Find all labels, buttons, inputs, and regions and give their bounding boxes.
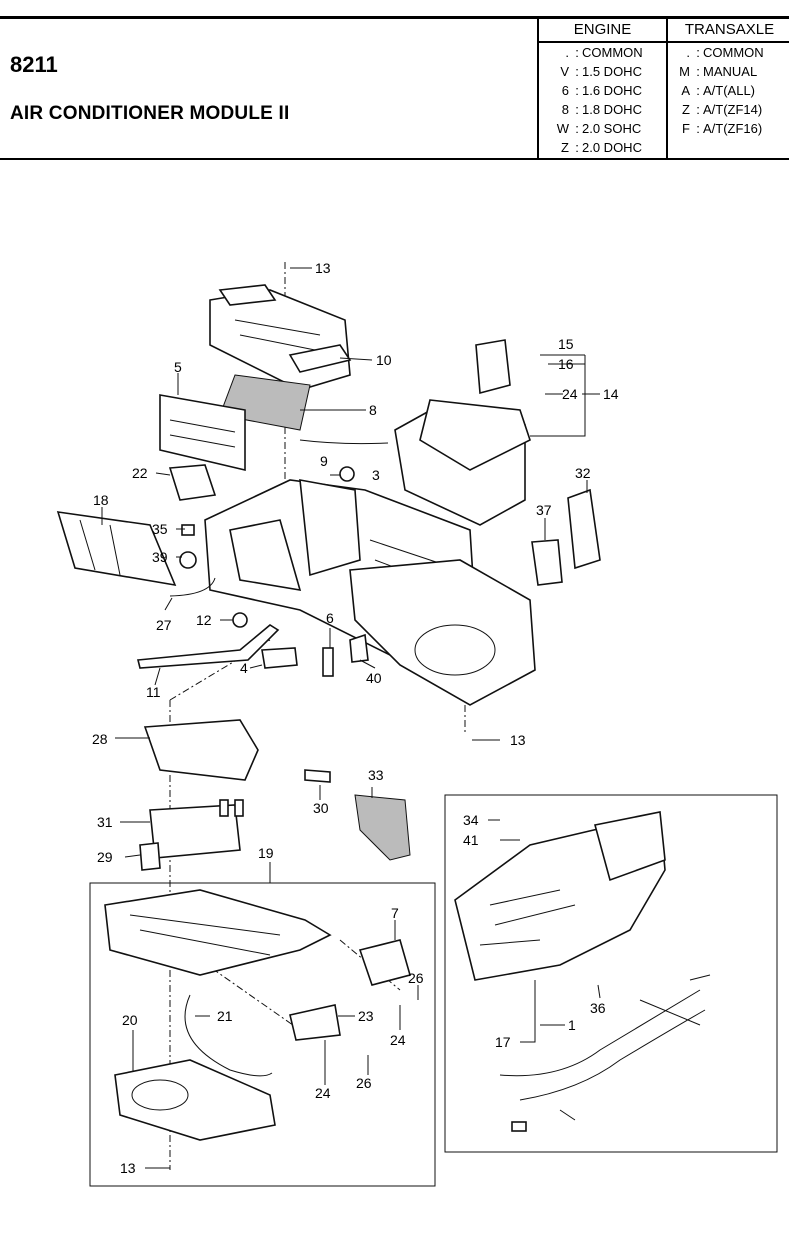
header-bottom-rule (0, 158, 789, 160)
transaxle-row: M:MANUAL (679, 64, 758, 79)
wire-part-27 (169, 577, 216, 597)
transaxle-row: .:COMMON (686, 45, 764, 60)
callout-4: 4 (240, 660, 248, 676)
part-35 (181, 524, 195, 536)
part-39 (179, 551, 197, 569)
callout-15: 15 (558, 336, 574, 352)
blower-case (349, 559, 536, 706)
callout-19: 19 (258, 845, 274, 861)
lower-case-part-20 (114, 1059, 276, 1141)
assembly-axis-line (199, 959, 301, 1031)
callout-28: 28 (92, 731, 108, 747)
group-box-part-19 (89, 882, 436, 1187)
grommet-part-3 (339, 466, 355, 482)
transaxle-row: A:A/T(ALL) (681, 83, 756, 98)
callout-24: 24 (315, 1085, 331, 1101)
callout-32: 32 (575, 465, 591, 481)
exploded-parts-diagram: 13 10 5 8 9 3 22 18 35 39 27 12 11 4 6 4… (56, 260, 778, 1187)
callout-8: 8 (369, 402, 377, 418)
cover-part-5 (159, 394, 246, 472)
transaxle-row: F:A/T(ZF16) (682, 121, 763, 136)
callout-13: 13 (315, 260, 331, 276)
callout-26: 26 (356, 1075, 372, 1091)
hvac-module-assembly (454, 811, 666, 981)
engine-row: W:2.0 SOHC (556, 121, 642, 136)
callout-22: 22 (132, 465, 148, 481)
page-title: AIR CONDITIONER MODULE II (10, 103, 290, 124)
part-40 (349, 633, 369, 663)
callout-1: 1 (568, 1017, 576, 1033)
upper-duct-part-10 (209, 284, 352, 391)
callout-26: 26 (408, 970, 424, 986)
lower-housing (104, 889, 332, 976)
callout-6: 6 (326, 610, 334, 626)
heater-core-part-31 (149, 799, 244, 859)
callout-9: 9 (320, 453, 328, 469)
assembly-axis-line (169, 639, 271, 701)
callout-21: 21 (217, 1008, 233, 1024)
engine-legend: ENGINE .:COMMON V:1.5 DOHC 6:1.6 DOHC 8:… (539, 19, 668, 158)
intake-assembly-part-14 (394, 339, 531, 526)
callout-33: 33 (368, 767, 384, 783)
plate-part-33 (354, 794, 411, 861)
actuator-part-23 (289, 1004, 341, 1041)
part-28 (143, 719, 259, 781)
callout-41: 41 (463, 832, 479, 848)
actuator-part-7 (358, 939, 411, 986)
engine-row: V:1.5 DOHC (560, 64, 642, 79)
callout-27: 27 (156, 617, 172, 633)
group-box-part-1 (444, 794, 778, 1153)
callout-24: 24 (562, 386, 578, 402)
transaxle-heading: TRANSAXLE (668, 19, 789, 43)
part-12 (232, 612, 248, 628)
callout-13: 13 (120, 1160, 136, 1176)
hose-part-11 (136, 624, 280, 669)
callout-11: 11 (146, 684, 161, 700)
callout-35: 35 (152, 521, 168, 537)
callout-16: 16 (558, 356, 574, 372)
callout-30: 30 (313, 800, 329, 816)
clip-part-30 (304, 769, 331, 783)
harness-part-17 (499, 974, 711, 1132)
engine-row: Z:2.0 DOHC (561, 140, 642, 155)
page-code: 8211 (10, 52, 58, 77)
engine-row: 8:1.8 DOHC (561, 102, 642, 117)
callout-37: 37 (536, 502, 552, 518)
callout-7: 7 (391, 905, 399, 921)
transaxle-legend: TRANSAXLE .:COMMON M:MANUAL A:A/T(ALL) Z… (668, 19, 789, 158)
callout-5: 5 (174, 359, 182, 375)
assembly-axis-line (339, 939, 401, 991)
callout-24: 24 (390, 1032, 406, 1048)
engine-row: .:COMMON (565, 45, 643, 60)
callout-12: 12 (196, 612, 212, 628)
callout-17: 17 (495, 1034, 511, 1050)
callout-40: 40 (366, 670, 382, 686)
header-top-rule (0, 16, 789, 19)
bracket-part-22 (168, 464, 217, 501)
callout-3: 3 (372, 467, 380, 483)
callout-39: 39 (152, 549, 168, 565)
engine-row: 6:1.6 DOHC (561, 83, 642, 98)
callout-13: 13 (510, 732, 526, 748)
callout-31: 31 (97, 814, 113, 830)
callout-20: 20 (122, 1012, 138, 1028)
part-6 (322, 647, 334, 677)
callout-10: 10 (376, 352, 392, 368)
callout-36: 36 (590, 1000, 606, 1016)
callout-18: 18 (93, 492, 109, 508)
transaxle-row: Z:A/T(ZF14) (682, 102, 763, 117)
bracket-part-32 (567, 488, 601, 570)
callout-34: 34 (463, 812, 479, 828)
flap-part-18 (56, 511, 177, 587)
part-29 (139, 842, 161, 871)
callout-29: 29 (97, 849, 113, 865)
applicability-legend: ENGINE .:COMMON V:1.5 DOHC 6:1.6 DOHC 8:… (537, 19, 789, 158)
engine-heading: ENGINE (539, 19, 666, 43)
callout-14: 14 (603, 386, 619, 402)
part-4 (261, 647, 298, 669)
bracket-part-37 (531, 539, 563, 586)
wire-part-9 (299, 439, 389, 445)
callout-23: 23 (358, 1008, 374, 1024)
wire-part-21 (184, 994, 273, 1077)
